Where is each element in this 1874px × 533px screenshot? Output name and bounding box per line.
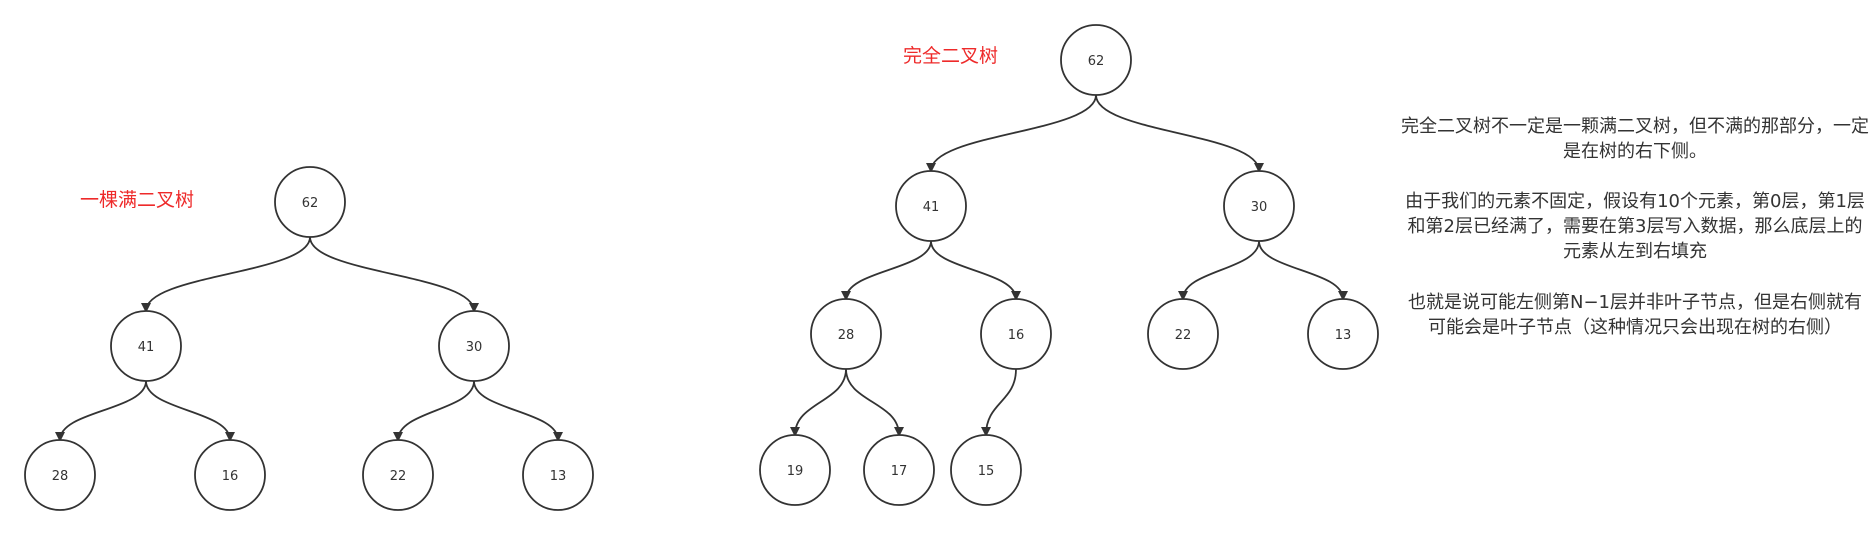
node-circle xyxy=(522,439,594,511)
node-circle xyxy=(810,298,882,370)
node-circle xyxy=(950,434,1022,506)
node-circle xyxy=(1060,24,1132,96)
node-circle xyxy=(1307,298,1379,370)
complete-tree-node: 19 xyxy=(759,434,831,506)
node-circle xyxy=(863,434,935,506)
node-value-label: 13 xyxy=(1335,328,1352,343)
node-circle xyxy=(895,170,967,242)
node-value-label: 30 xyxy=(466,340,483,355)
node-value-label: 41 xyxy=(138,340,155,355)
complete-tree-edge xyxy=(1258,240,1348,301)
full-tree-node: 41 xyxy=(110,310,182,382)
full-tree-edge xyxy=(145,380,235,442)
full-tree-node: 13 xyxy=(522,439,594,511)
node-value-label: 62 xyxy=(1088,54,1105,69)
node-value-label: 28 xyxy=(52,469,69,484)
node-circle xyxy=(1147,298,1219,370)
node-value-label: 22 xyxy=(390,469,407,484)
complete-tree-node: 62 xyxy=(1060,24,1132,96)
complete-tree-title: 完全二叉树 xyxy=(903,45,999,67)
complete-tree-node: 22 xyxy=(1147,298,1219,370)
full-tree-edge xyxy=(473,380,563,442)
full-tree-edge xyxy=(309,236,479,313)
node-circle xyxy=(194,439,266,511)
full-tree-node: 22 xyxy=(362,439,434,511)
complete-tree-edge xyxy=(845,368,904,437)
node-circle xyxy=(24,439,96,511)
note-paragraph-2: 由于我们的元素不固定，假设有10个元素，第0层，第1层和第2层已经满了，需要在第… xyxy=(1405,191,1865,262)
complete-tree-edge xyxy=(841,240,932,301)
complete-tree-edge xyxy=(926,94,1097,173)
node-value-label: 17 xyxy=(891,464,908,479)
node-circle xyxy=(438,310,510,382)
note-paragraph-3: 也就是说可能左侧第N−1层并非叶子节点，但是右侧就有可能会是叶子节点（这种情况只… xyxy=(1408,292,1862,338)
node-value-label: 15 xyxy=(978,464,995,479)
complete-tree-node: 30 xyxy=(1223,170,1295,242)
node-circle xyxy=(110,310,182,382)
complete-tree-node: 16 xyxy=(980,298,1052,370)
node-value-label: 16 xyxy=(222,469,239,484)
complete-tree-node: 15 xyxy=(950,434,1022,506)
node-value-label: 22 xyxy=(1175,328,1192,343)
full-tree-edge xyxy=(393,380,475,442)
complete-tree-edge xyxy=(930,240,1021,301)
node-circle xyxy=(1223,170,1295,242)
note-paragraph-1: 完全二叉树不一定是一颗满二叉树，但不满的那部分，一定是在树的右下侧。 xyxy=(1401,116,1869,162)
tree-edges xyxy=(55,94,1348,442)
node-value-label: 13 xyxy=(550,469,567,484)
full-tree-title: 一棵满二叉树 xyxy=(80,189,195,211)
tree-nodes: 62 41 30 28 16 22 13 62 41 30 28 16 22 13 19 17 15 xyxy=(24,24,1379,511)
full-tree-node: 28 xyxy=(24,439,96,511)
complete-tree-edge xyxy=(1095,94,1264,173)
node-circle xyxy=(759,434,831,506)
complete-tree-edge xyxy=(1178,240,1260,301)
node-circle xyxy=(274,166,346,238)
complete-tree-edge xyxy=(790,368,847,437)
node-circle xyxy=(362,439,434,511)
full-tree-node: 30 xyxy=(438,310,510,382)
node-value-label: 28 xyxy=(838,328,855,343)
node-value-label: 19 xyxy=(787,464,804,479)
node-value-label: 62 xyxy=(302,196,319,211)
node-value-label: 30 xyxy=(1251,200,1268,215)
full-tree-edge xyxy=(55,380,147,442)
full-tree-node: 16 xyxy=(194,439,266,511)
complete-tree-node: 17 xyxy=(863,434,935,506)
complete-tree-edge xyxy=(981,368,1017,437)
full-tree-edge xyxy=(141,236,311,313)
node-value-label: 16 xyxy=(1008,328,1025,343)
complete-tree-node: 28 xyxy=(810,298,882,370)
complete-tree-node: 41 xyxy=(895,170,967,242)
complete-tree-node: 13 xyxy=(1307,298,1379,370)
node-circle xyxy=(980,298,1052,370)
node-value-label: 41 xyxy=(923,200,940,215)
full-tree-node: 62 xyxy=(274,166,346,238)
